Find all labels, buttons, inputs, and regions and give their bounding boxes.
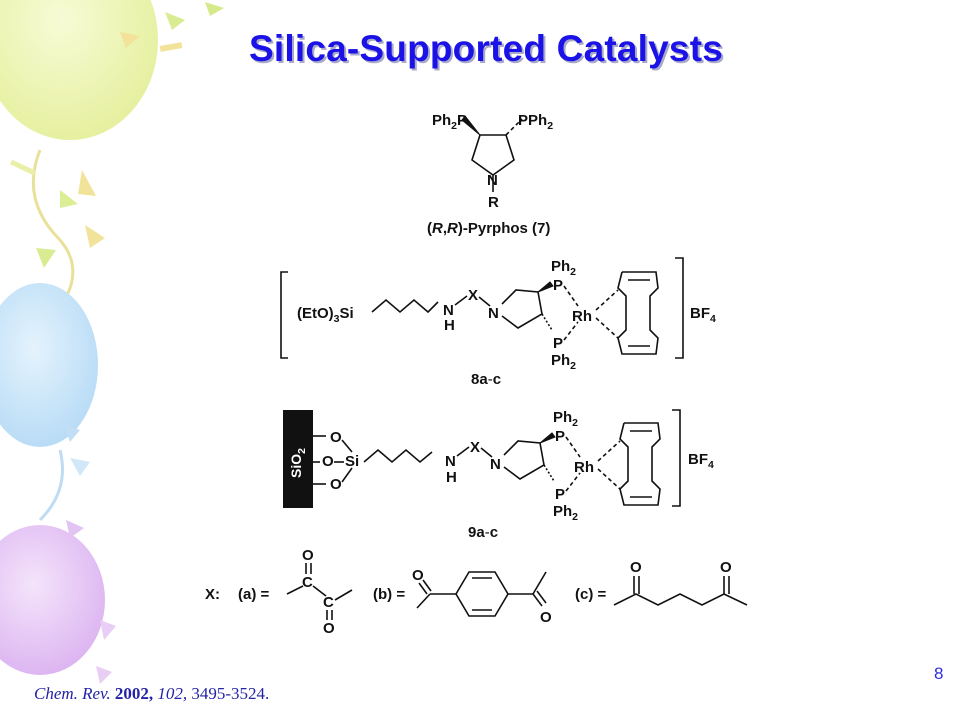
x-b-label: (b) = — [373, 586, 405, 603]
confetti — [9, 2, 224, 684]
svg-text:SiO2: SiO2 — [288, 448, 308, 478]
x-b-o1: O — [412, 567, 424, 584]
complex9-o1: O — [330, 429, 342, 446]
svg-text:(EtO)3Si: (EtO)3Si — [297, 305, 354, 325]
svg-text:Ph2: Ph2 — [551, 352, 576, 372]
complex8-label: 8a-c — [471, 371, 501, 388]
citation-volume: 102, — [157, 684, 188, 703]
balloon-blue — [0, 283, 98, 522]
svg-text:Ph2: Ph2 — [553, 409, 578, 429]
complex9-o2: O — [322, 453, 334, 470]
citation-pages: 3495-3524. — [191, 684, 270, 703]
x-a-c2: C — [323, 594, 334, 611]
complex8-nh-h: H — [444, 317, 455, 334]
complex9-o3: O — [330, 476, 342, 493]
citation-journal: Chem. Rev. — [34, 684, 111, 703]
svg-text:Ph2P: Ph2P — [432, 112, 467, 132]
x-definitions: X: (a) = C O C O (b) = O O — [205, 547, 748, 637]
complex8-ring-n: N — [488, 305, 499, 322]
complex8-x: X — [468, 287, 478, 304]
ligand-pph: PPh — [518, 112, 547, 129]
ligand-pph-sub: 2 — [547, 120, 553, 132]
page-number: 8 — [934, 664, 944, 683]
x-c-o1: O — [630, 559, 642, 576]
complex9-nh-n: N — [445, 453, 456, 470]
complex8-nh-n: N — [443, 302, 454, 319]
ligand-n: N — [487, 172, 498, 189]
complex9-si: Si — [345, 453, 359, 470]
x-c-o2: O — [720, 559, 732, 576]
complex9-rh: Rh — [574, 459, 594, 476]
ligand-p-left: P — [457, 112, 467, 129]
complex-9: SiO2 O O O Si N H X N Ph2 P Rh P Ph2 — [283, 409, 714, 541]
ligand-r: R — [488, 194, 499, 211]
x-a-o2: O — [323, 620, 335, 637]
complex8-rh: Rh — [572, 308, 592, 325]
complex8-etO: (EtO) — [297, 305, 334, 322]
balloon-yellow — [0, 0, 158, 321]
complex9-p-top: P — [555, 428, 565, 445]
svg-text:BF4: BF4 — [690, 305, 716, 325]
x-b-o2: O — [540, 609, 552, 626]
complex8-bf: BF — [690, 305, 710, 322]
ligand-ph: Ph — [432, 112, 451, 129]
svg-text:BF4: BF4 — [688, 451, 714, 471]
citation-year: 2002, — [114, 684, 154, 703]
pyrphos-ligand: Ph2P PPh2 N R (R,R)-Pyrphos (7) — [427, 112, 553, 237]
complex9-p-bottom: P — [555, 486, 565, 503]
citation: Chem. Rev. 2002, 102, 3495-3524. — [34, 684, 269, 704]
svg-text:PPh2: PPh2 — [518, 112, 553, 132]
complex9-nh-h: H — [446, 469, 457, 486]
x-a-c1: C — [302, 574, 313, 591]
slide-title: Silica-Supported Catalysts — [249, 28, 723, 69]
ligand-label: (R,R)-Pyrphos (7) — [427, 220, 550, 237]
complex9-label: 9a-c — [468, 524, 498, 541]
complex9-ring-n: N — [490, 456, 501, 473]
complex9-x: X — [470, 439, 480, 456]
complex9-bf: BF — [688, 451, 708, 468]
ligand-ph-sub: 2 — [451, 120, 457, 132]
x-c-label: (c) = — [575, 586, 607, 603]
x-a-o1: O — [302, 547, 314, 564]
x-prefix: X: — [205, 586, 220, 603]
silica-support — [283, 410, 313, 508]
balloon-purple — [0, 525, 105, 675]
complex8-p-bottom: P — [553, 335, 563, 352]
complex8-p-top: P — [553, 277, 563, 294]
complex-8: (EtO)3Si N H X N Ph2 P Rh P Ph2 — [280, 257, 716, 388]
svg-text:Ph2: Ph2 — [551, 258, 576, 278]
x-a-label: (a) = — [238, 586, 270, 603]
svg-text:Ph2: Ph2 — [553, 503, 578, 523]
